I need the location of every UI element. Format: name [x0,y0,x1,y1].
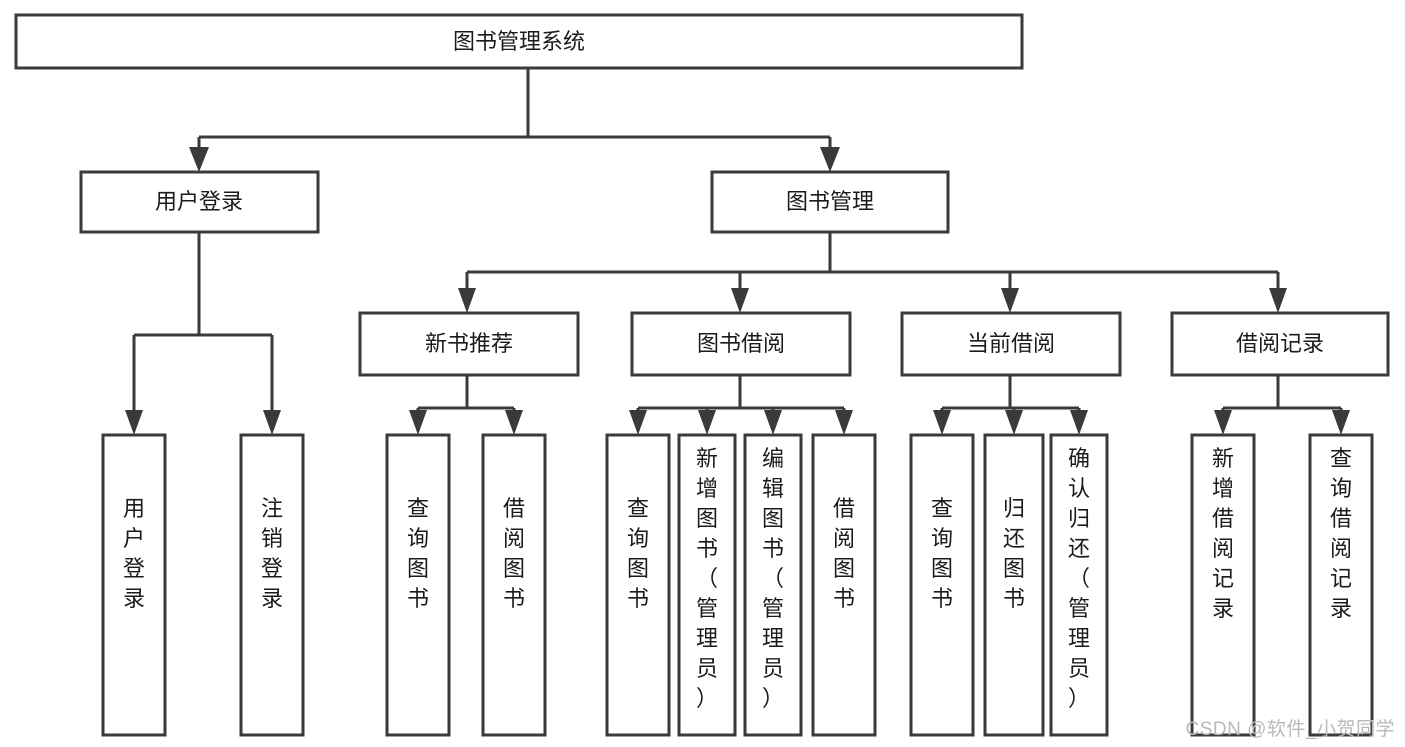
node-book-management[interactable]: 图书管理 [710,170,950,234]
arrow-head-leaf-add-book-admin [698,410,716,435]
leaf-borrow-book-2[interactable]: 借阅图书 [811,433,877,737]
node-borrow-record-box[interactable] [1170,311,1390,377]
node-book-borrow-label: 图书借阅 [697,331,785,356]
leaf-add-borrow-record-label: 新增借阅记录 [1212,446,1234,621]
leaf-edit-book-admin-label: 编辑图书（管理员） [762,446,784,711]
node-new-book-recommend-label: 新书推荐 [425,331,513,356]
arrow-head-book-management [820,147,840,172]
node-new-book-recommend-box[interactable] [358,311,580,377]
leaf-query-book-3-label: 查询图书 [931,496,953,611]
arrow-head-leaf-edit-book-admin [764,410,782,435]
leaf-add-book-admin-label: 新增图书（管理员） [696,446,718,711]
node-user-login[interactable]: 用户登录 [79,170,320,234]
leaf-return-book-label: 归还图书 [1003,496,1025,611]
leaf-query-book-2-box[interactable] [605,433,671,737]
leaf-query-borrow-record[interactable]: 查询借阅记录 [1308,433,1374,737]
arrow-head-leaf-add-borrow-record [1214,410,1232,435]
leaf-confirm-return-admin-label: 确认归还（管理员） [1068,446,1090,711]
leaf-return-book-box[interactable] [983,433,1045,737]
leaf-return-book[interactable]: 归还图书 [983,433,1045,737]
leaf-logout-label: 注销登录 [261,496,283,611]
arrow-head-leaf-confirm-return-admin [1070,410,1088,435]
node-user-login-box[interactable] [79,170,320,234]
leaf-edit-book-admin-box[interactable] [743,433,803,737]
node-root[interactable]: 图书管理系统 [14,13,1024,70]
node-book-borrow-box[interactable] [630,311,852,377]
arrow-head-user-login [189,147,209,172]
node-root-box[interactable] [14,13,1024,70]
leaf-query-borrow-record-box[interactable] [1308,433,1374,737]
arrow-head-borrow-record [1269,288,1287,313]
node-current-borrow-box[interactable] [900,311,1122,377]
node-borrow-record-label: 借阅记录 [1236,331,1324,356]
arrow-head-book-borrow [731,288,749,313]
leaf-query-book-3[interactable]: 查询图书 [909,433,975,737]
leaf-query-book-1[interactable]: 查询图书 [385,433,451,737]
leaf-user-login-box[interactable] [101,433,167,737]
watermark-label: CSDN @软件_小贺同学 [1185,719,1395,740]
leaf-borrow-book-1[interactable]: 借阅图书 [481,433,547,737]
node-current-borrow[interactable]: 当前借阅 [900,311,1122,377]
arrow-head-leaf-query-book-3 [933,410,951,435]
arrow-head-new-book-recommend [458,288,476,313]
leaf-borrow-book-1-label: 借阅图书 [503,496,525,611]
leaf-query-book-3-box[interactable] [909,433,975,737]
leaf-user-login-label: 用户登录 [123,496,145,611]
arrow-head-leaf-borrow-book-1 [505,410,523,435]
arrow-head-current-borrow [1001,288,1019,313]
node-borrow-record[interactable]: 借阅记录 [1170,311,1390,377]
leaf-query-book-2-label: 查询图书 [627,496,649,611]
node-book-borrow[interactable]: 图书借阅 [630,311,852,377]
node-book-management-box[interactable] [710,170,950,234]
leaf-add-borrow-record[interactable]: 新增借阅记录 [1190,433,1256,737]
leaf-user-login[interactable]: 用户登录 [101,433,167,737]
leaf-logout[interactable]: 注销登录 [239,433,305,737]
leaf-query-book-1-box[interactable] [385,433,451,737]
leaf-confirm-return-admin-box[interactable] [1049,433,1109,737]
leaf-edit-book-admin[interactable]: 编辑图书（管理员） [743,433,803,737]
node-user-login-label: 用户登录 [155,189,243,214]
arrow-head-leaf-query-book-2 [629,410,647,435]
node-book-management-label: 图书管理 [786,189,874,214]
leaf-borrow-book-2-box[interactable] [811,433,877,737]
leaf-borrow-book-1-box[interactable] [481,433,547,737]
node-new-book-recommend[interactable]: 新书推荐 [358,311,580,377]
connector-layer [125,68,1350,435]
leaf-add-borrow-record-box[interactable] [1190,433,1256,737]
arrow-head-leaf-query-book-1 [409,410,427,435]
leaf-logout-box[interactable] [239,433,305,737]
leaf-add-book-admin-box[interactable] [677,433,737,737]
arrow-head-leaf-logout [263,410,281,435]
leaf-query-book-2[interactable]: 查询图书 [605,433,671,737]
leaf-confirm-return-admin[interactable]: 确认归还（管理员） [1049,433,1109,737]
arrow-head-leaf-user-login [125,410,143,435]
node-root-label: 图书管理系统 [453,29,585,54]
arrow-head-leaf-borrow-book-2 [835,410,853,435]
leaf-borrow-book-2-label: 借阅图书 [833,496,855,611]
arrow-head-leaf-return-book [1005,410,1023,435]
leaf-add-book-admin[interactable]: 新增图书（管理员） [677,433,737,737]
arrow-head-leaf-query-borrow-record [1332,410,1350,435]
node-current-borrow-label: 当前借阅 [967,331,1055,356]
leaf-query-borrow-record-label: 查询借阅记录 [1330,446,1352,621]
leaf-query-book-1-label: 查询图书 [407,496,429,611]
